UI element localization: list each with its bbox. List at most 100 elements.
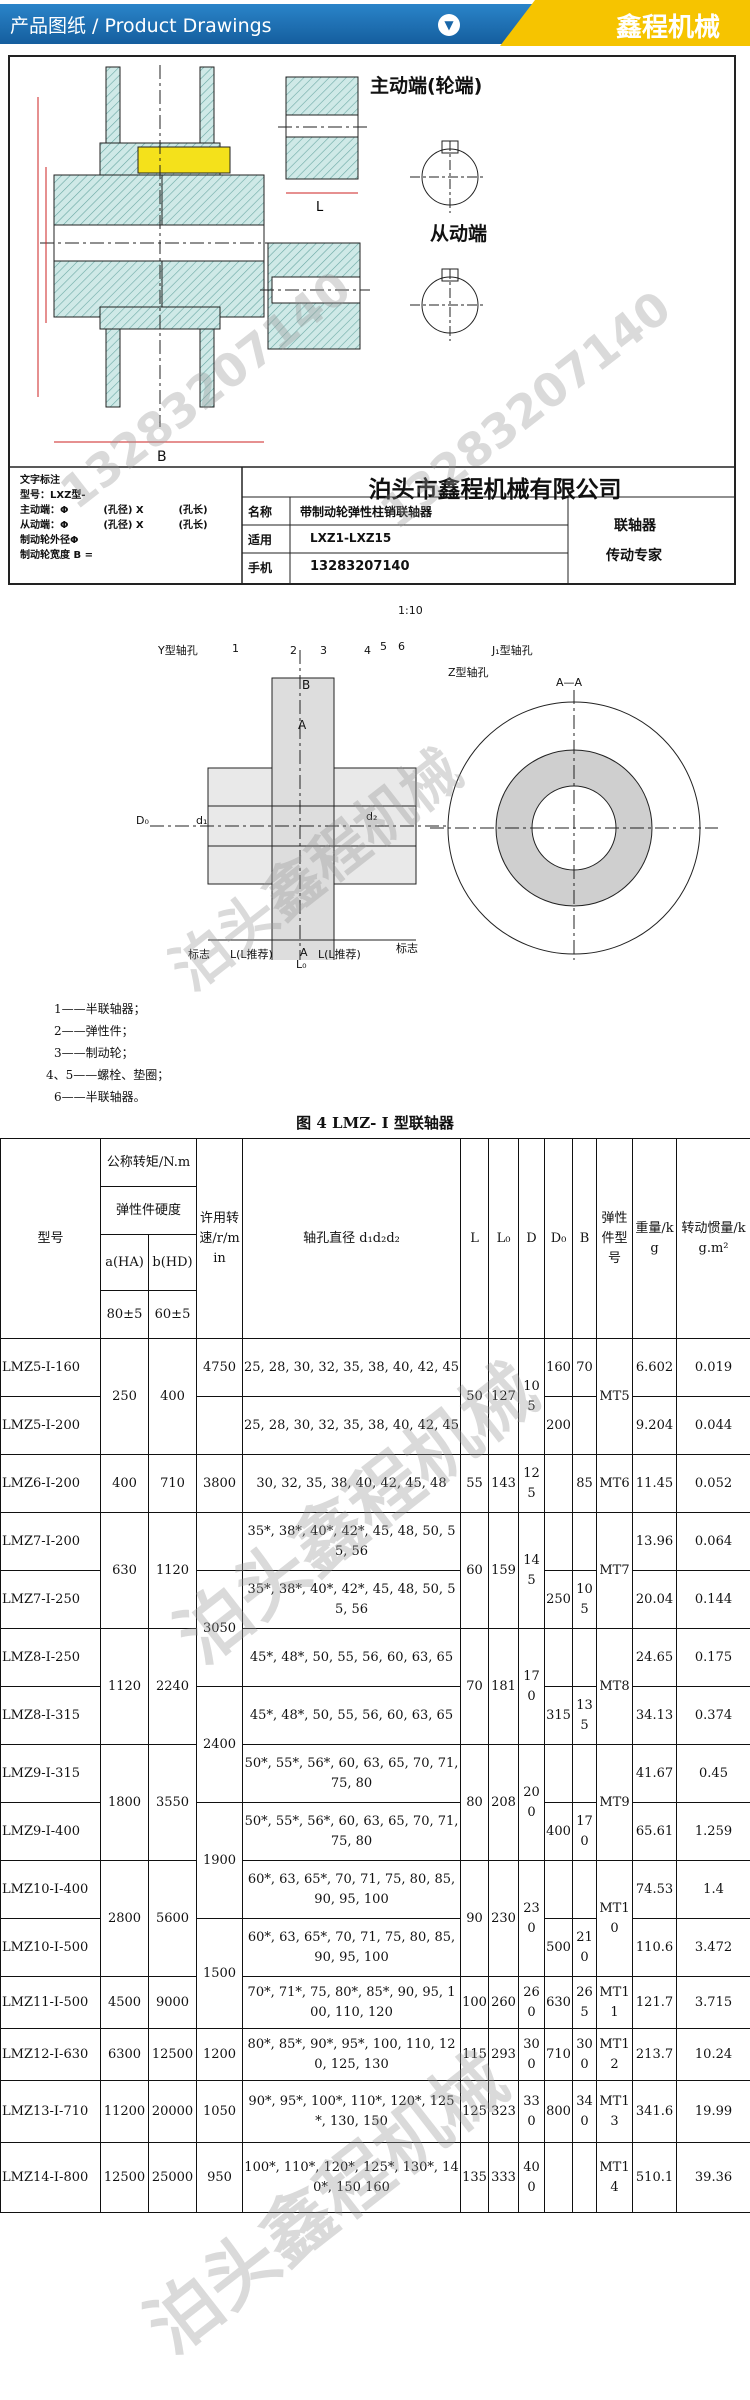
cell-weight: 13.96 — [632, 1512, 678, 1571]
legend-item: 3——制动轮； — [54, 1046, 134, 1060]
cell-D0 — [544, 1512, 574, 1571]
cell-D0: 160 — [544, 1338, 574, 1397]
cell-inertia: 0.044 — [676, 1396, 750, 1455]
table-row-model: LMZ5-I-160 — [0, 1338, 101, 1397]
cell-weight: 74.53 — [632, 1860, 678, 1919]
header-B: B — [572, 1138, 598, 1339]
header-D0: D₀ — [544, 1138, 574, 1339]
title-block-name-value: 带制动轮弹性柱销联轴器 — [300, 505, 433, 519]
cell-D0: 315 — [544, 1686, 574, 1745]
cell-speed — [196, 1396, 244, 1455]
cell-D0: 710 — [544, 2028, 574, 2081]
table-row-model: LMZ10-I-500 — [0, 1918, 101, 1977]
note-line: 型号：LXZ型- — [20, 490, 86, 501]
cell-bore: 80*, 85*, 90*, 95*, 100, 110, 120, 125, … — [242, 2028, 462, 2081]
page-header: 产品图纸 / Product Drawings ▼ 鑫程机械 — [0, 0, 750, 46]
cell-D: 145 — [518, 1512, 546, 1629]
cell-torque-a: 250 — [100, 1338, 149, 1455]
cell-D0 — [544, 2142, 574, 2213]
cell-torque-a: 2800 — [100, 1860, 149, 1977]
table-row-model: LMZ8-I-315 — [0, 1686, 101, 1745]
cell-speed: 1050 — [196, 2080, 244, 2143]
label-A-bottom: A — [300, 946, 308, 959]
title-block-phone-label: 手机 — [248, 561, 273, 575]
cell-element: MT9 — [596, 1744, 634, 1861]
driving-end-view — [278, 76, 486, 213]
cell-bore: 90*, 95*, 100*, 110*, 120*, 125*, 130, 1… — [242, 2080, 462, 2143]
cell-speed: 3800 — [196, 1454, 244, 1513]
cell-L0: 293 — [488, 2028, 520, 2081]
label-2: 2 — [290, 644, 297, 657]
cell-weight: 34.13 — [632, 1686, 678, 1745]
table-row-model: LMZ14-I-800 — [0, 2142, 101, 2213]
brand-name: 鑫程机械 — [616, 13, 721, 43]
note-line: 制动轮外径Φ — [20, 535, 79, 546]
cell-bore: 60*, 63, 65*, 70, 71, 75, 80, 85, 90, 95… — [242, 1860, 462, 1919]
cell-weight: 121.7 — [632, 1976, 678, 2029]
cell-inertia: 10.24 — [676, 2028, 750, 2081]
cell-inertia: 0.45 — [676, 1744, 750, 1803]
cell-D: 170 — [518, 1628, 546, 1745]
cell-bore: 25, 28, 30, 32, 35, 38, 40, 42, 45 — [242, 1338, 462, 1397]
header-b-range: 60±5 — [147, 1290, 198, 1339]
label-d1: d₁ — [196, 814, 208, 827]
chevron-down-icon[interactable]: ▼ — [438, 14, 460, 36]
cell-D: 230 — [518, 1860, 546, 1977]
cell-torque-b: 12500 — [147, 2028, 198, 2081]
cell-torque-b: 3550 — [147, 1744, 198, 1861]
cell-B — [572, 1396, 598, 1455]
assembly-section-view — [37, 65, 280, 443]
cell-inertia: 1.4 — [676, 1860, 750, 1919]
table-row-model: LMZ12-I-630 — [0, 2028, 101, 2081]
cell-D0: 200 — [544, 1396, 574, 1455]
lmz-end-view — [430, 690, 718, 966]
header-a-ha: a(HA) — [100, 1234, 149, 1291]
cell-bore: 50*, 55*, 56*, 60, 63, 65, 70, 71, 75, 8… — [242, 1802, 462, 1861]
legend-item: 6——半联轴器。 — [54, 1090, 146, 1104]
title-block-side-top: 联轴器 — [614, 518, 656, 534]
cell-bore: 35*, 38*, 40*, 42*, 45, 48, 50, 55, 56 — [242, 1512, 462, 1571]
note-line: 制动轮宽度 B = — [20, 550, 93, 561]
cell-B: 105 — [572, 1570, 598, 1629]
cell-L0: 208 — [488, 1744, 520, 1861]
coupling-drawing: B L — [10, 65, 734, 583]
cell-speed: 1900 — [196, 1802, 244, 1919]
cell-speed — [196, 1512, 244, 1571]
cell-weight: 110.6 — [632, 1918, 678, 1977]
dim-B-label: B — [157, 449, 167, 465]
label-L0: L₀ — [296, 958, 307, 971]
label-D0: D₀ — [136, 814, 149, 827]
cell-D0 — [544, 1744, 574, 1803]
cell-L: 90 — [460, 1860, 490, 1977]
cell-B: 70 — [572, 1338, 598, 1397]
header-D: D — [518, 1138, 546, 1339]
cell-L0: 323 — [488, 2080, 520, 2143]
cell-torque-a: 11200 — [100, 2080, 149, 2143]
header-bore: 轴孔直径 d₁d₂d₂ — [242, 1138, 462, 1339]
cell-inertia: 0.064 — [676, 1512, 750, 1571]
cell-bore: 45*, 48*, 50, 55, 56, 60, 63, 65 — [242, 1686, 462, 1745]
driven-end-view — [260, 242, 486, 350]
cell-D: 400 — [518, 2142, 546, 2213]
cell-D: 105 — [518, 1338, 546, 1455]
cell-torque-b: 20000 — [147, 2080, 198, 2143]
cell-L0: 181 — [488, 1628, 520, 1745]
cell-inertia: 0.019 — [676, 1338, 750, 1397]
cell-torque-a: 6300 — [100, 2028, 149, 2081]
driving-end-title: 主动端(轮端) — [370, 75, 483, 97]
cell-torque-b: 400 — [147, 1338, 198, 1455]
header-weight: 重量/kg — [632, 1138, 678, 1339]
label-biaozhi-left: 标志 — [188, 948, 210, 961]
lmz-side-view — [150, 650, 470, 1000]
header-inertia: 转动惯量/kg.m² — [676, 1138, 750, 1339]
cell-B — [572, 2142, 598, 2213]
header-hardness: 弹性件硬度 — [99, 1186, 198, 1235]
company-name: 泊头市鑫程机械有限公司 — [368, 477, 622, 503]
label-3: 3 — [320, 644, 327, 657]
table-row-model: LMZ11-I-500 — [0, 1976, 101, 2029]
cell-L: 70 — [460, 1628, 490, 1745]
header-element: 弹性件型号 — [596, 1138, 634, 1339]
cell-L0: 143 — [488, 1454, 520, 1513]
cell-L: 125 — [460, 2080, 490, 2143]
cell-B — [572, 1628, 598, 1687]
